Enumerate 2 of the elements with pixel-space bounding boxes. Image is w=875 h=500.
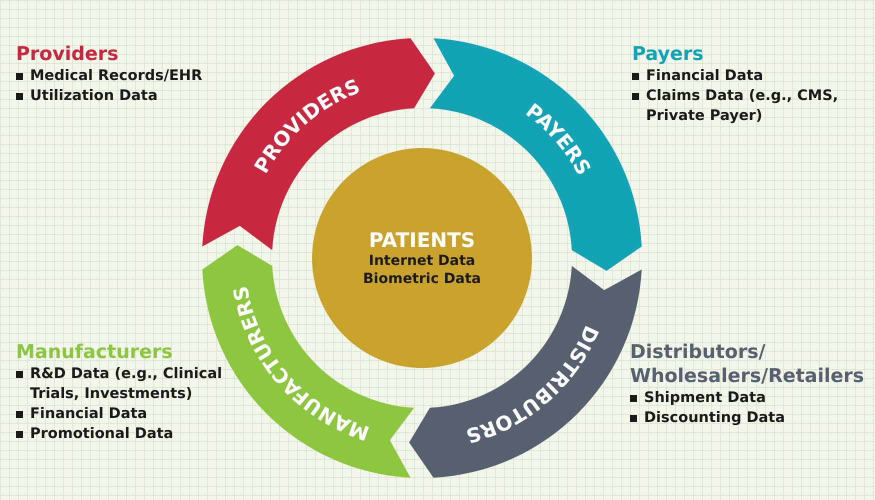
group-heading: Manufacturers	[16, 340, 174, 364]
group-heading: Providers	[16, 42, 120, 66]
